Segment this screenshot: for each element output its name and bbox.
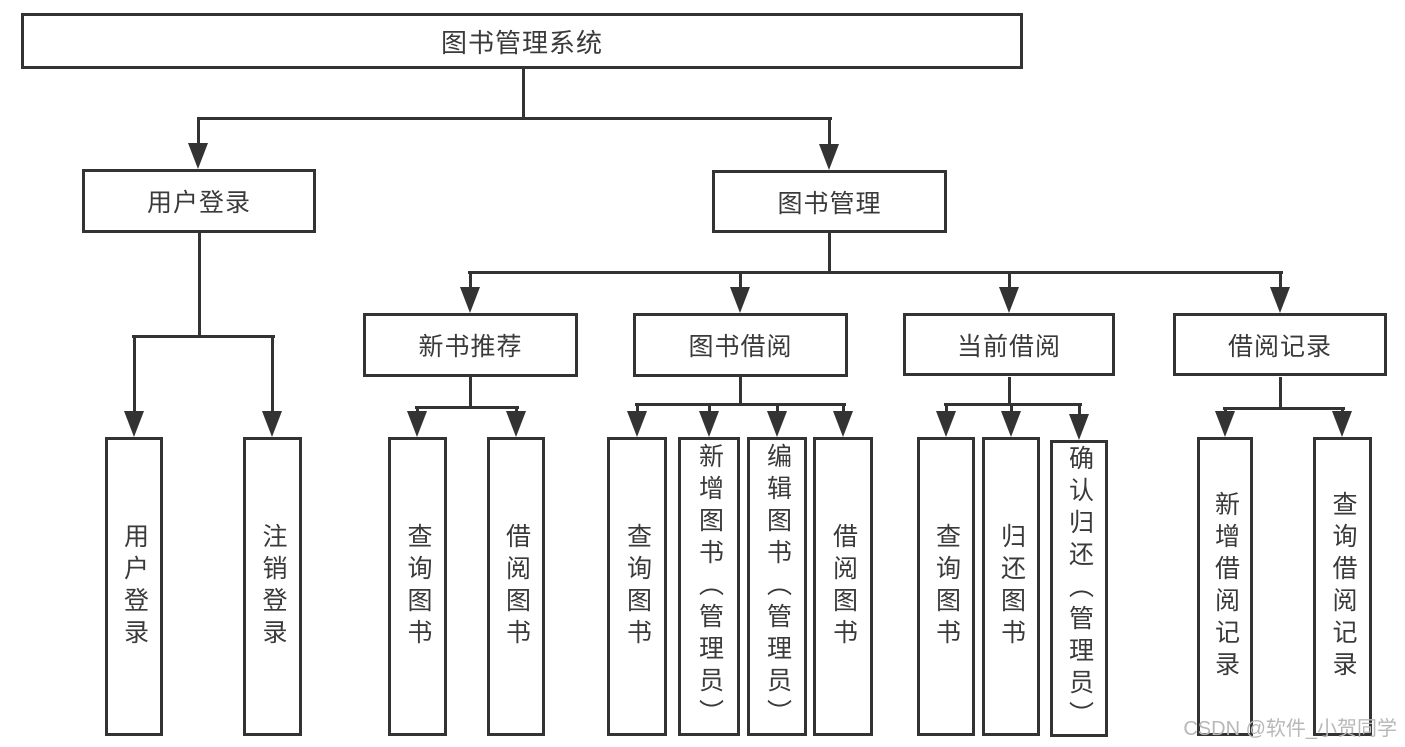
node-user-login: 用户登录 [82, 169, 316, 233]
arrow-down-icon [1332, 411, 1352, 437]
watermark: CSDN @软件_小贺同学 [1183, 718, 1397, 740]
arrow-down-icon [699, 411, 719, 437]
arrow-stem [1077, 404, 1081, 416]
arrow-down-icon [627, 411, 647, 437]
node-confirm-return-admin: 确认归还（管理员） [1050, 440, 1108, 737]
node-library-system: 图书管理系统 [21, 13, 1023, 69]
node-user-login-action: 用户登录 [105, 437, 163, 736]
arrow-stem [707, 404, 711, 413]
arrow-stem [775, 404, 779, 413]
node-add-books-admin: 新增图书（管理员） [678, 437, 740, 736]
arrow-down-icon [999, 287, 1019, 313]
connector-line [1222, 406, 1345, 410]
arrow-down-icon [730, 287, 750, 313]
arrow-stem [738, 272, 742, 289]
arrow-stem [196, 118, 200, 145]
node-return-books: 归还图书 [982, 437, 1040, 736]
arrow-stem [1278, 272, 1282, 289]
arrow-stem [1223, 408, 1227, 413]
node-borrowing-records: 借阅记录 [1173, 313, 1387, 376]
node-book-borrowing: 图书借阅 [633, 313, 848, 377]
arrow-stem [415, 407, 419, 413]
arrow-down-icon [1069, 414, 1089, 440]
arrow-down-icon [767, 411, 787, 437]
node-new-book-recommend: 新书推荐 [363, 313, 578, 377]
connector-line [196, 116, 832, 120]
node-logout-action: 注销登录 [243, 437, 302, 736]
node-borrow-books-borrowing: 借阅图书 [813, 437, 873, 736]
connector-line [827, 233, 831, 273]
connector-line [1007, 377, 1011, 406]
arrow-down-icon [188, 143, 208, 169]
arrow-down-icon [506, 411, 526, 437]
arrow-stem [270, 336, 274, 413]
arrow-down-icon [1270, 287, 1290, 313]
node-current-borrowing: 当前借阅 [903, 313, 1115, 376]
arrow-down-icon [819, 144, 839, 170]
arrow-stem [1009, 404, 1013, 413]
connector-line [634, 402, 846, 406]
arrow-stem [841, 404, 845, 413]
arrow-stem [827, 118, 831, 146]
node-add-borrow-record: 新增借阅记录 [1197, 437, 1253, 736]
connector-line [468, 377, 472, 409]
arrow-down-icon [262, 411, 282, 437]
arrow-down-icon [1215, 411, 1235, 437]
arrow-stem [944, 404, 948, 413]
node-book-management: 图书管理 [712, 170, 947, 233]
arrow-stem [635, 404, 639, 413]
node-search-borrow-record: 查询借阅记录 [1313, 437, 1372, 736]
arrow-down-icon [460, 287, 480, 313]
arrow-down-icon [407, 411, 427, 437]
node-edit-books-admin: 编辑图书（管理员） [747, 437, 807, 736]
connector-line [521, 69, 525, 119]
connector-line [738, 377, 742, 406]
connector-line [943, 402, 1082, 406]
arrow-stem [132, 336, 136, 413]
connector-line [414, 405, 519, 409]
connector-line [1278, 377, 1282, 410]
arrow-down-icon [1001, 411, 1021, 437]
connector-line [197, 233, 201, 337]
arrow-stem [468, 272, 472, 289]
node-search-books-borrowing: 查询图书 [607, 437, 667, 736]
node-search-books-current: 查询图书 [917, 437, 975, 736]
connector-line [131, 334, 275, 338]
node-search-books-recommend: 查询图书 [388, 437, 447, 736]
node-borrow-books-recommend: 借阅图书 [487, 437, 545, 736]
arrow-stem [514, 407, 518, 413]
arrow-stem [1340, 408, 1344, 413]
arrow-down-icon [936, 411, 956, 437]
arrow-stem [1007, 272, 1011, 289]
connector-line [467, 270, 1283, 274]
arrow-down-icon [833, 411, 853, 437]
arrow-down-icon [124, 411, 144, 437]
